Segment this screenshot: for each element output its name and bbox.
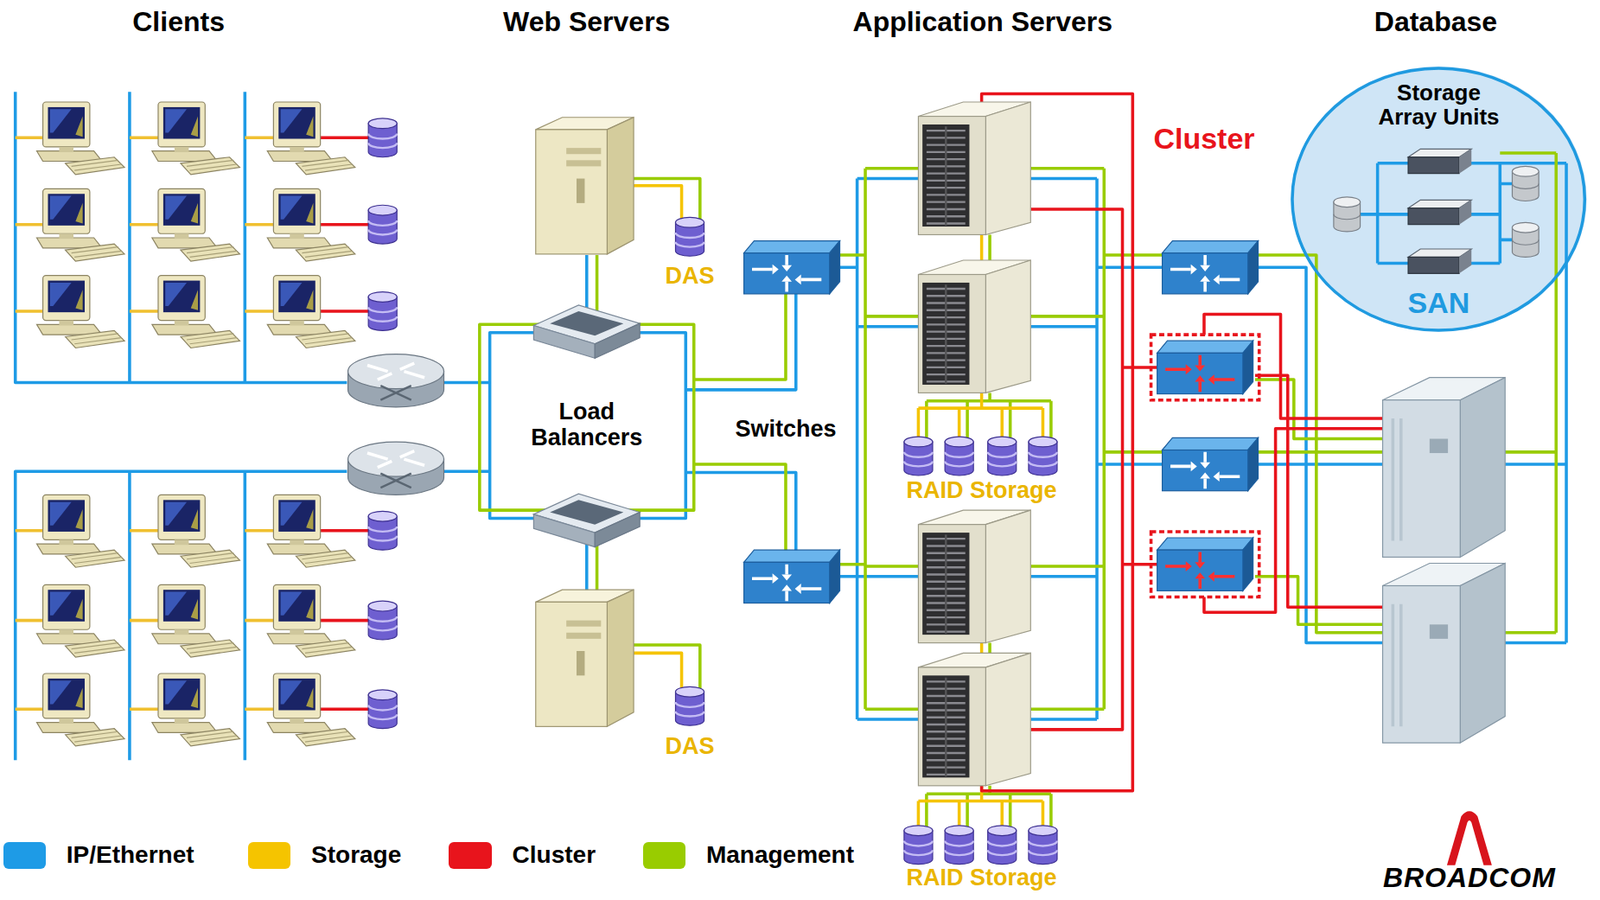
legend-swatch [248, 841, 292, 869]
legend-swatch [448, 841, 492, 869]
workstation [267, 188, 356, 262]
disk-icon [368, 689, 397, 729]
legend-text: IP/Ethernet [66, 841, 195, 869]
hub-icon [744, 241, 841, 294]
hub-icon [1162, 241, 1259, 294]
workstation [267, 275, 356, 349]
array-unit [1408, 148, 1472, 173]
workstation [267, 673, 356, 746]
workstation [152, 101, 241, 175]
balancer-icon [533, 493, 640, 547]
rack-icon [917, 260, 1031, 393]
disk-icon [1511, 222, 1539, 257]
server-icon [1383, 377, 1506, 558]
hub-icon-red [1151, 531, 1260, 598]
rack-icon [917, 101, 1031, 235]
disk-icon [675, 686, 704, 726]
wire [15, 137, 275, 709]
legend-swatch [643, 841, 687, 869]
ellipse-border [1292, 68, 1585, 331]
disk-icon [988, 436, 1017, 476]
wire [320, 94, 1384, 791]
legend-text: Cluster [512, 841, 596, 869]
hub-icon [744, 549, 841, 603]
tower-icon [535, 589, 634, 727]
region-fill [1290, 66, 1587, 332]
hub-icon-red [1151, 334, 1260, 401]
legend-text: Storage [311, 841, 402, 869]
disk-icon [1028, 825, 1058, 865]
rack-icon [917, 509, 1031, 643]
workstation [36, 101, 125, 175]
logo-text: BROADCOM [1383, 863, 1556, 894]
group-label: Cluster [1153, 122, 1255, 155]
array-unit [1408, 248, 1472, 274]
disk-icon [1028, 436, 1058, 476]
legend-text: Management [706, 841, 855, 869]
server-icon [1383, 563, 1506, 744]
column-heading: Application Servers [853, 6, 1114, 38]
router-icon [348, 354, 445, 408]
legend-swatch [3, 841, 47, 869]
workstation [152, 673, 241, 746]
wires [15, 91, 1567, 831]
disk-icon [988, 825, 1017, 865]
workstation [267, 494, 356, 568]
logo-mark [1447, 810, 1492, 866]
column-heading: Clients [132, 6, 225, 38]
device-label: Switches [734, 416, 836, 443]
disk-icon [944, 436, 974, 476]
hub-icon [1162, 437, 1259, 491]
wire [479, 152, 1556, 831]
column-heading: Database [1374, 6, 1498, 38]
wire [632, 185, 1044, 831]
disk-icon [368, 600, 397, 640]
disk-icon [1511, 165, 1539, 201]
workstation [36, 673, 125, 746]
tower-icon [535, 117, 634, 255]
column-heading: Web Servers [503, 6, 670, 38]
network-ellipse: Storage Array UnitsSAN [1290, 66, 1587, 332]
disk-icon [368, 292, 397, 332]
disk-icon [368, 118, 397, 158]
device-label: Load Balancers [517, 400, 657, 452]
disk-icon [944, 825, 974, 865]
device-label: DAS [664, 733, 714, 760]
workstation [152, 584, 241, 657]
device-label: RAID Storage [906, 866, 1058, 893]
rack-icon [917, 652, 1031, 785]
wire [15, 91, 1567, 760]
workstation [36, 275, 125, 349]
device-label: RAID Storage [906, 478, 1058, 504]
workstation [152, 275, 241, 349]
node-text: Storage Array Units [1367, 80, 1511, 130]
disk-icon [675, 216, 704, 256]
workstation [36, 494, 125, 568]
disk-icon [904, 436, 933, 476]
workstation [36, 584, 125, 657]
disk-icon [904, 825, 933, 865]
disk-icon [1333, 197, 1361, 232]
device-label: DAS [664, 263, 714, 290]
disk-icon [368, 204, 397, 244]
workstation [152, 494, 241, 568]
devices [36, 101, 1539, 866]
array-unit [1408, 199, 1472, 224]
disk-icon [368, 510, 397, 550]
node-text: SAN [1408, 286, 1471, 319]
router-icon [348, 441, 445, 495]
balancer-icon [533, 305, 640, 358]
workstation [267, 584, 356, 657]
workstation [267, 101, 356, 175]
workstation [152, 188, 241, 262]
workstation [36, 188, 125, 262]
